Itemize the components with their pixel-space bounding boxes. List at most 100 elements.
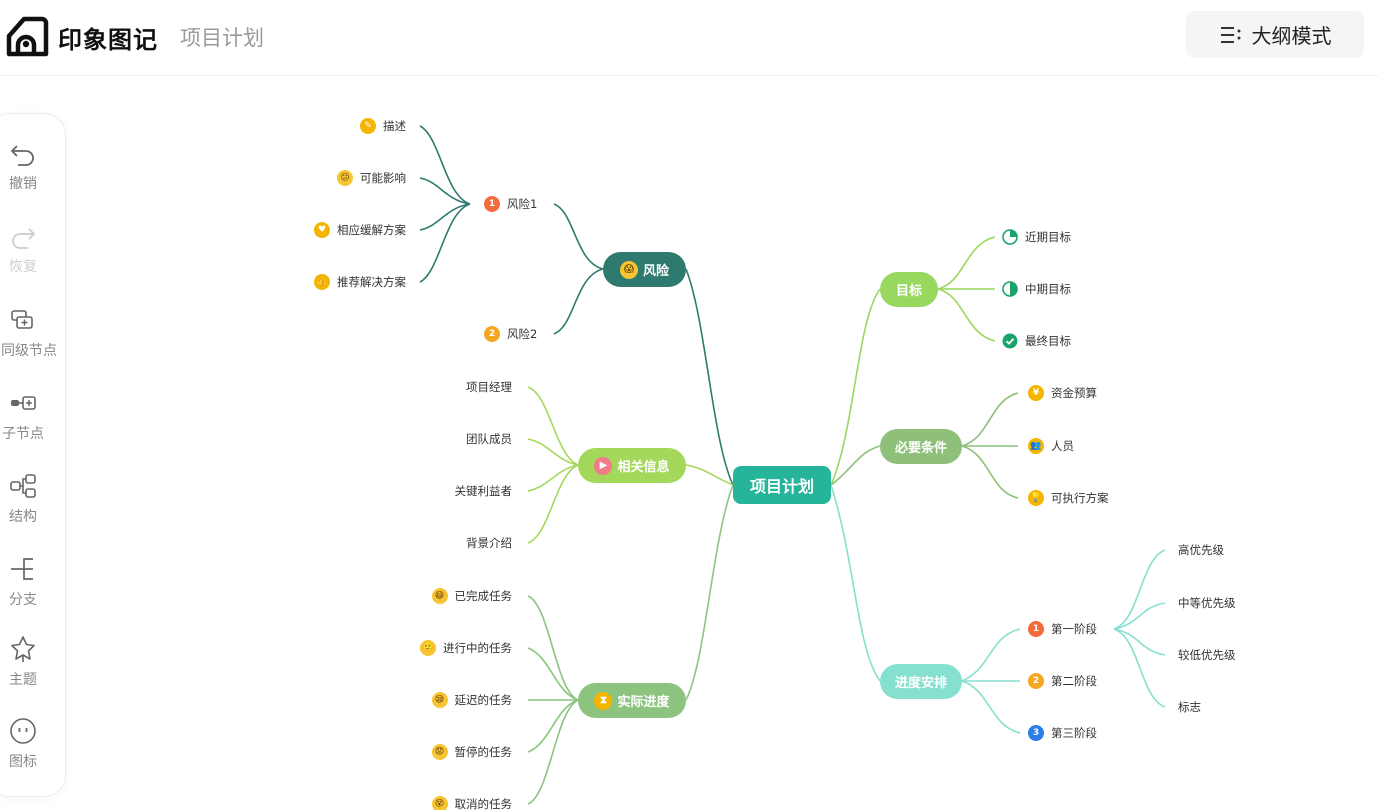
leaf-description[interactable]: ✎ 描述 — [360, 116, 406, 136]
outline-mode-label: 大纲模式 — [1251, 24, 1332, 48]
connector — [830, 484, 881, 682]
connector — [1113, 628, 1166, 656]
play-icon: ▶ — [594, 456, 613, 475]
leaf-completed-tasks[interactable]: 😄 已完成任务 — [431, 586, 512, 606]
leaf-label: 近期目标 — [1025, 230, 1071, 244]
node-related-info[interactable]: ▶ 相关信息 — [578, 448, 686, 483]
pencil-icon: ✎ — [360, 118, 376, 134]
leaf-label: 高优先级 — [1178, 543, 1224, 557]
leaf-label: 相应缓解方案 — [337, 223, 406, 237]
leaf-executable-plan[interactable]: 💡 可执行方案 — [1028, 488, 1109, 508]
connector — [937, 288, 996, 342]
connector — [419, 125, 471, 205]
structure-icon — [10, 474, 36, 498]
thumbs-up-icon: 👍 — [314, 274, 330, 290]
outline-mode-button[interactable]: 大纲模式 — [1186, 11, 1364, 58]
structure-button[interactable]: 结构 — [1, 471, 45, 526]
leaf-label: 团队成员 — [466, 432, 512, 446]
redo-label: 恢复 — [9, 259, 37, 275]
leaf-label: 项目经理 — [466, 380, 512, 394]
leaf-label: 描述 — [383, 119, 406, 133]
leaf-paused-tasks[interactable]: 😟 暂停的任务 — [431, 742, 513, 762]
node-goal[interactable]: 目标 — [880, 272, 938, 307]
connector — [527, 464, 579, 544]
icon-button[interactable]: 图标 — [1, 716, 45, 771]
node-requirements[interactable]: 必要条件 — [880, 429, 962, 464]
theme-button[interactable]: 主题 — [1, 634, 45, 689]
leaf-high-priority[interactable]: 高优先级 — [1178, 540, 1224, 560]
leaf-stage-1[interactable]: 1 第一阶段 — [1028, 619, 1097, 639]
leaf-medium-priority[interactable]: 中等优先级 — [1178, 593, 1236, 613]
leaf-label: 可执行方案 — [1051, 491, 1109, 505]
leaf-stage-3[interactable]: 3 第三阶段 — [1028, 723, 1097, 743]
node-risk-2[interactable]: 2 风险2 — [484, 324, 537, 344]
leaf-background[interactable]: 背景介绍 — [466, 533, 512, 553]
leaf-label: 推荐解决方案 — [337, 275, 406, 289]
node-actual-progress[interactable]: ⧗ 实际进度 — [578, 683, 686, 718]
connector — [961, 628, 1021, 682]
leaf-label: 人员 — [1051, 439, 1074, 453]
undo-label: 撤销 — [9, 176, 37, 192]
node-schedule[interactable]: 进度安排 — [880, 664, 962, 699]
document-title[interactable]: 项目计划 — [180, 26, 264, 50]
leaf-personnel[interactable]: 👥 人员 — [1028, 436, 1074, 456]
child-node-button[interactable]: 子节点 — [1, 388, 45, 443]
node-risk-1[interactable]: 1 风险1 — [484, 194, 537, 214]
people-icon: 👥 — [1028, 438, 1044, 454]
connector — [553, 268, 604, 335]
leaf-label: 中等优先级 — [1178, 596, 1236, 610]
leaf-cancelled-tasks[interactable]: 😵 取消的任务 — [431, 794, 513, 810]
node-requirements-label: 必要条件 — [894, 441, 947, 456]
node-risk-1-label: 风险1 — [507, 197, 538, 211]
leaf-flag[interactable]: 标志 — [1178, 697, 1201, 717]
structure-label: 结构 — [9, 509, 37, 525]
child-node-label: 子节点 — [2, 426, 44, 442]
sibling-node-icon — [11, 310, 33, 329]
leaf-recommended-solution[interactable]: 👍 推荐解决方案 — [314, 272, 406, 292]
branch-button[interactable]: 分支 — [1, 554, 45, 609]
leaf-label: 关键利益者 — [454, 484, 513, 498]
node-risk[interactable]: 😱 风险 — [603, 252, 686, 287]
branch-icon — [11, 558, 33, 580]
leaf-stage-2[interactable]: 2 第二阶段 — [1028, 671, 1097, 691]
connector — [553, 203, 604, 270]
sibling-node-button[interactable]: 同级节点 — [1, 305, 57, 360]
leaf-delayed-tasks[interactable]: 😪 延迟的任务 — [431, 690, 512, 710]
connector — [937, 236, 996, 290]
node-related-info-label: 相关信息 — [617, 460, 670, 475]
leaf-mitigation[interactable]: ♥ 相应缓解方案 — [314, 220, 406, 240]
redo-button[interactable]: 恢复 — [1, 221, 45, 276]
node-risk-2-label: 风险2 — [507, 327, 538, 341]
thinking-face-icon: 😕 — [337, 170, 353, 186]
smile-face-icon: 🙂 — [420, 640, 436, 656]
leaf-budget[interactable]: ¥ 资金预算 — [1028, 383, 1097, 403]
leaf-label: 背景介绍 — [466, 536, 512, 550]
leaf-label: 取消的任务 — [454, 797, 513, 810]
connector — [961, 445, 1019, 499]
leaf-in-progress-tasks[interactable]: 🙂 进行中的任务 — [420, 638, 512, 658]
leaf-label: 暂停的任务 — [454, 745, 513, 759]
leaf-team-members[interactable]: 团队成员 — [466, 429, 512, 449]
root-node[interactable]: 项目计划 — [733, 466, 831, 504]
undo-button[interactable]: 撤销 — [1, 138, 45, 193]
leaf-possible-impact[interactable]: 😕 可能影响 — [337, 168, 406, 188]
leaf-project-manager[interactable]: 项目经理 — [466, 377, 512, 397]
leaf-low-priority[interactable]: 较低优先级 — [1178, 645, 1236, 665]
leaf-near-term-goal[interactable]: 近期目标 — [1002, 227, 1071, 247]
leaf-label: 第一阶段 — [1051, 622, 1097, 636]
leaf-mid-term-goal[interactable]: 中期目标 — [1002, 279, 1071, 299]
connector — [685, 268, 734, 486]
connector — [527, 699, 579, 805]
leaf-label: 中期目标 — [1025, 282, 1071, 296]
leaf-stakeholders[interactable]: 关键利益者 — [455, 481, 513, 501]
leaf-final-goal[interactable]: 最终目标 — [1002, 331, 1071, 351]
leaf-label: 资金预算 — [1051, 386, 1097, 400]
connector — [961, 680, 1021, 734]
app-name: 印象图记 — [58, 26, 158, 54]
lightbulb-icon: 💡 — [1028, 490, 1044, 506]
sibling-node-label: 同级节点 — [1, 343, 57, 359]
sleepy-face-icon: 😪 — [431, 692, 448, 708]
theme-icon — [11, 636, 35, 662]
priority-1-badge-icon: 1 — [484, 196, 500, 212]
